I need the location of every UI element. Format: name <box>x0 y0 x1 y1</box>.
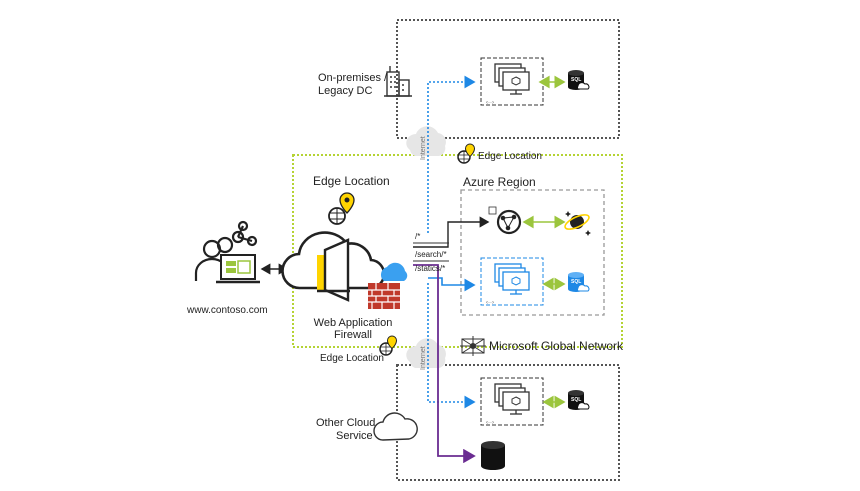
msgn-label: Microsoft Global Network <box>489 339 624 353</box>
globe-pin-icon <box>328 192 355 225</box>
sql-database-icon <box>568 272 590 292</box>
waf-label-line1: Web Application <box>313 317 393 329</box>
network-mesh-icon <box>460 336 486 356</box>
route-line-statics <box>413 264 476 464</box>
cosmos-icon <box>564 211 591 236</box>
internet-label-top: Internet <box>420 136 427 160</box>
server-stack-icon <box>502 271 530 291</box>
route-line-azure-app <box>428 277 476 292</box>
onprem-label-line2: Legacy DC <box>318 85 373 97</box>
azure-region-box <box>460 189 605 316</box>
globe-pin-icon <box>457 143 476 164</box>
other-cloud-label-line1: Other Cloud <box>316 417 376 429</box>
site-label: www.contoso.com <box>187 305 268 316</box>
sql-label: SQL <box>571 77 581 83</box>
user-network-icon <box>194 220 258 281</box>
endpoint-marker: ‹··› <box>486 420 494 426</box>
route-rule-statics: /statics/* <box>415 264 446 273</box>
route-line-onprem <box>427 75 476 233</box>
route-line-other <box>427 283 476 409</box>
endpoint-marker: ‹··› <box>486 100 494 106</box>
server-stack-icon <box>494 383 530 415</box>
internet-cloud-icon <box>406 126 446 156</box>
sql-label: SQL <box>571 397 581 403</box>
cloud-door-icon <box>281 231 386 302</box>
route-rule-all: /* <box>415 232 421 241</box>
laptop-icon <box>216 254 260 284</box>
internet-cloud-icon <box>406 338 446 368</box>
building-icon <box>384 66 412 97</box>
route-rule-search: /search/* <box>415 250 447 259</box>
onprem-region <box>396 19 620 139</box>
azure-region-title: Azure Region <box>463 175 536 189</box>
firewall-icon <box>368 262 408 309</box>
database-icon <box>481 441 505 470</box>
onprem-label-line1: On-premises / <box>318 72 388 84</box>
server-stack-icon <box>494 63 530 95</box>
edge-location-label-left: Edge Location <box>313 174 390 188</box>
edge-region <box>292 154 623 348</box>
globe-pin-icon <box>379 335 398 356</box>
cloud-outline-icon <box>373 412 418 441</box>
edge-location-label-bottom: Edge Location <box>320 353 384 364</box>
search-globe-icon <box>488 206 522 235</box>
othercloud-region <box>396 364 620 481</box>
route-line-search <box>413 216 490 248</box>
edge-location-label-top: Edge Location <box>478 151 542 162</box>
other-cloud-label-line2: Service <box>336 430 373 442</box>
endpoint-marker: ‹··› <box>486 300 494 306</box>
internet-label-bottom: Internet <box>420 346 427 370</box>
waf-label-line2: Firewall <box>334 329 372 341</box>
sql-label: SQL <box>571 279 581 285</box>
